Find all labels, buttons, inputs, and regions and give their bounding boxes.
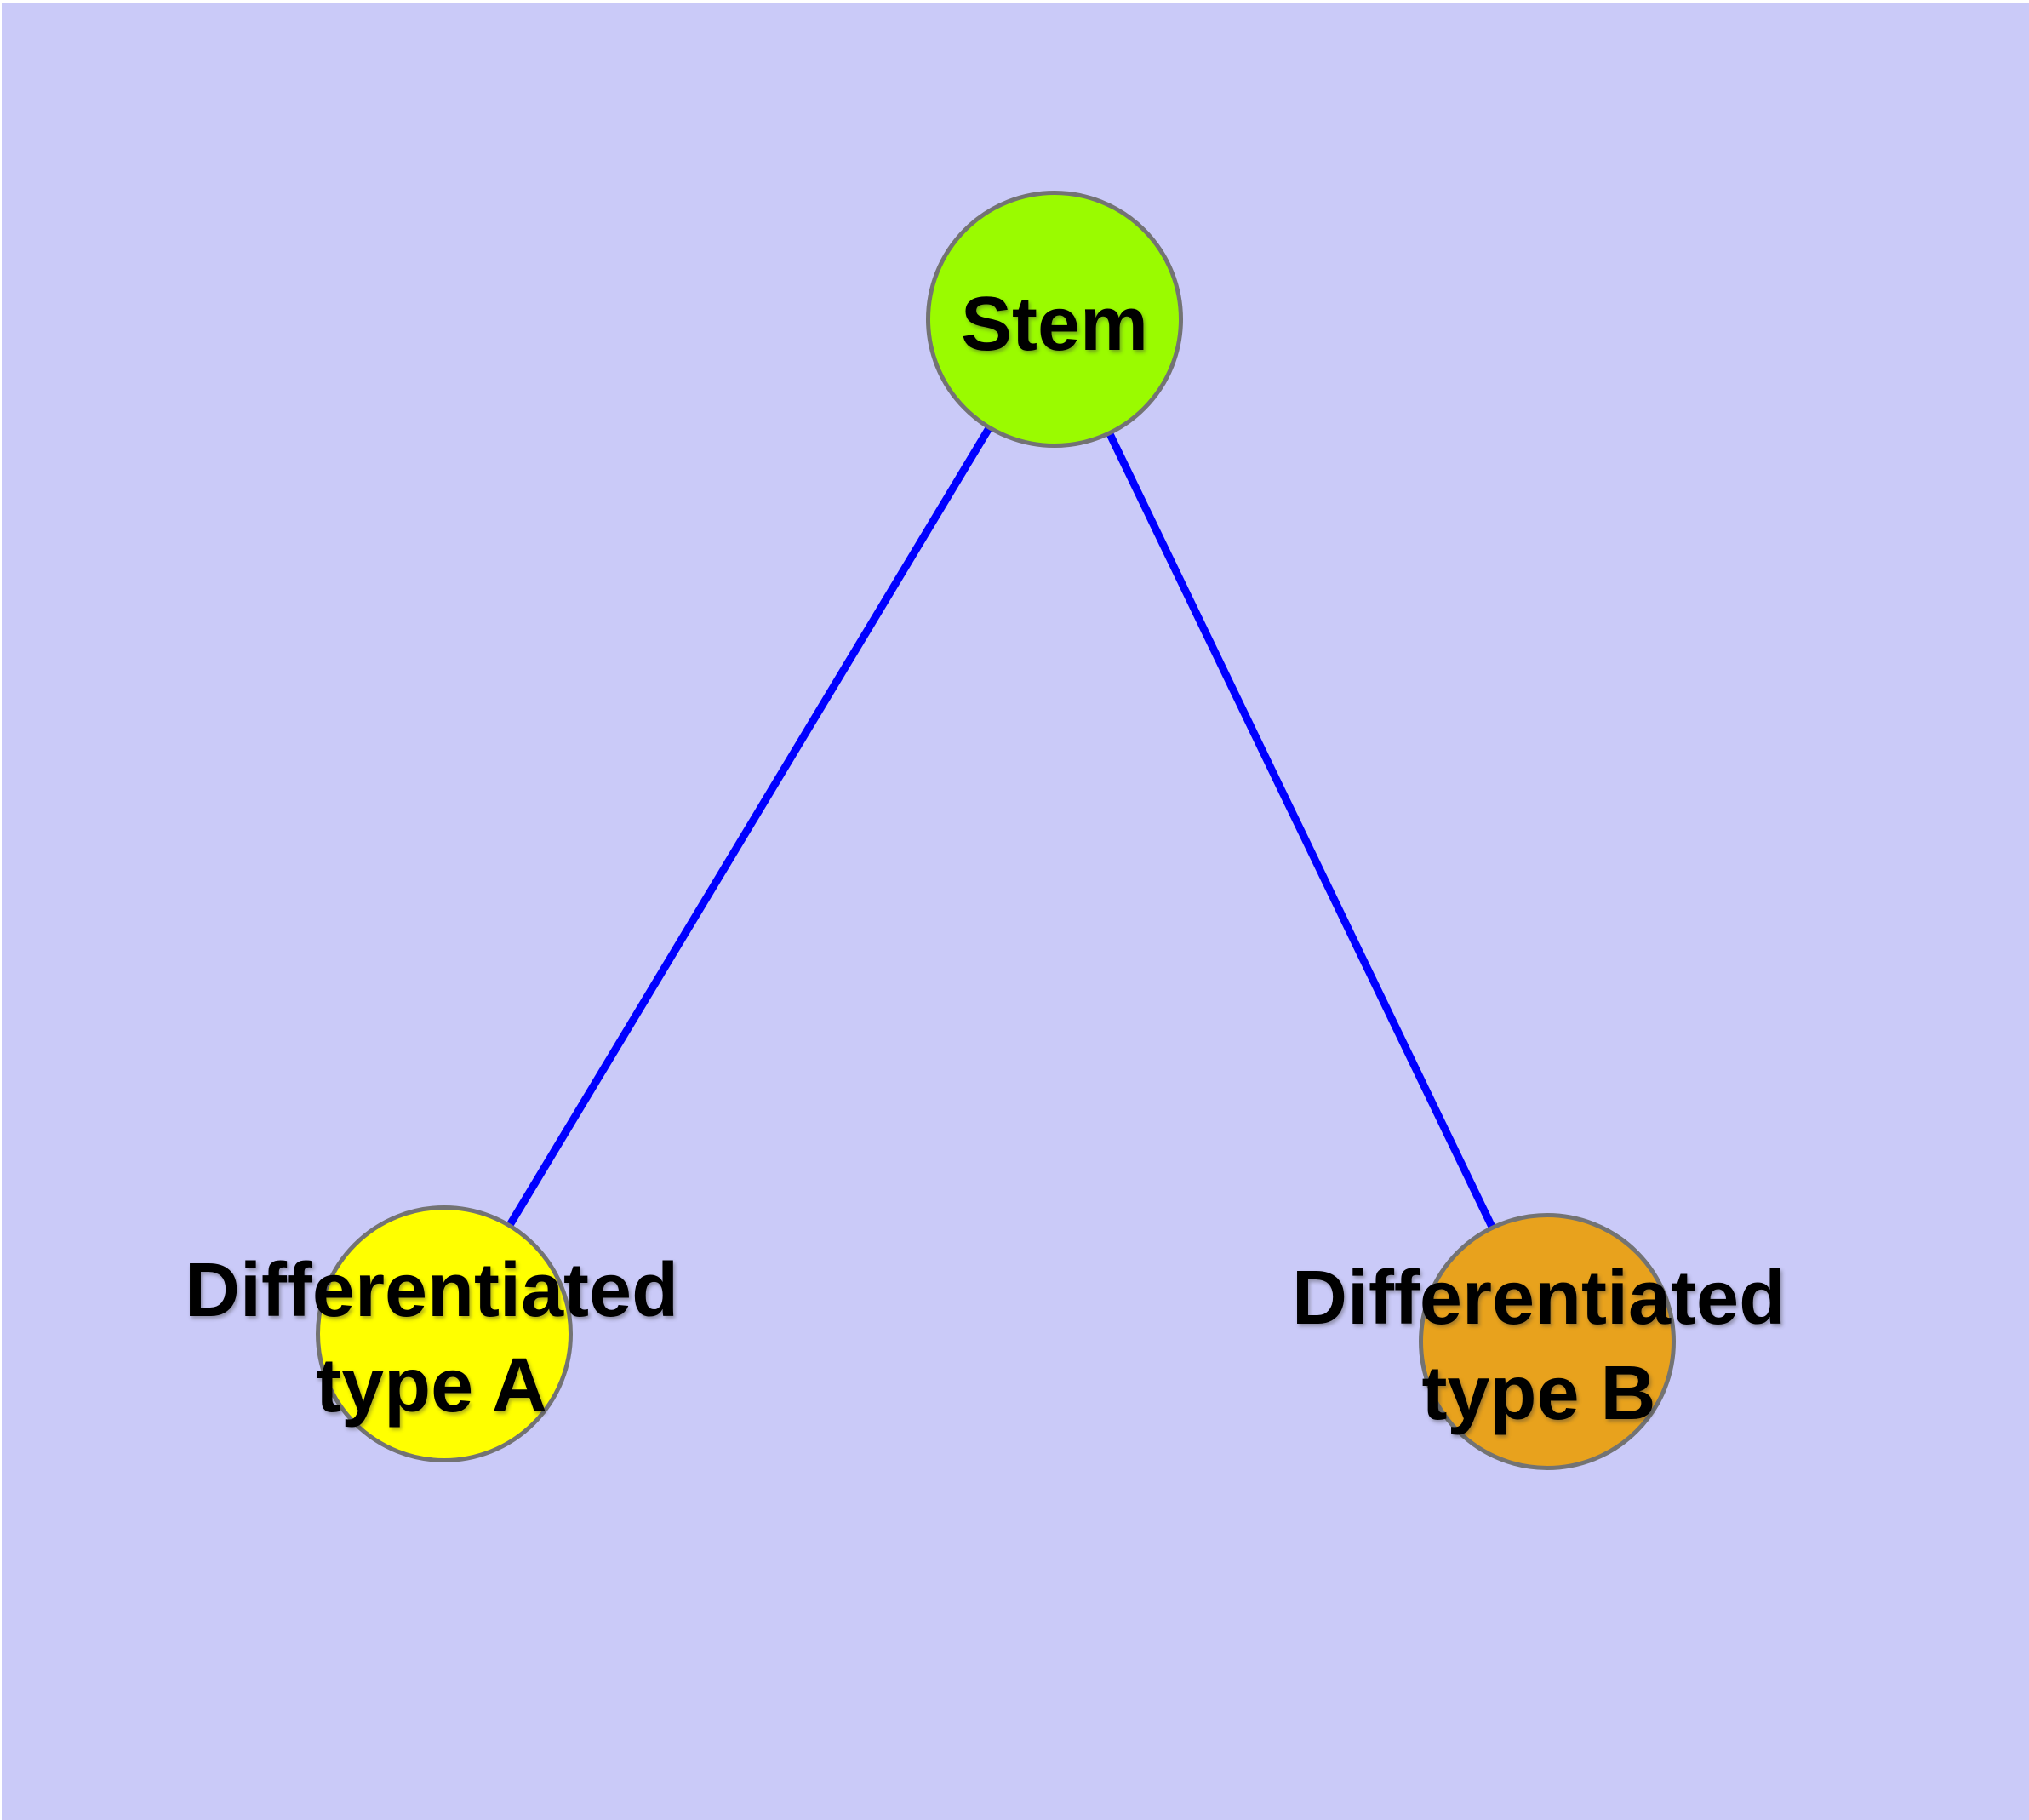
node-type-b-label-line2: type B: [1421, 1351, 1656, 1436]
node-type-b-label-line1: Differentiated: [1291, 1256, 1786, 1341]
node-type-a-label-line1: Differentiated: [184, 1248, 679, 1333]
node-stem-label: Stem: [960, 282, 1149, 367]
edge-stem-to-type-b: [1050, 318, 1552, 1343]
node-stem: [926, 191, 1183, 448]
node-type-a-label: Differentiated type A: [185, 1243, 678, 1434]
graph-canvas: Stem Differentiated type A Differentiate…: [2, 3, 2029, 1820]
edge-stem-to-type-a: [441, 317, 1058, 1336]
node-type-b-label: Differentiated type B: [1292, 1251, 1786, 1441]
node-differentiated-type-b: [1419, 1213, 1676, 1470]
graph-layer: [316, 191, 1676, 1470]
node-differentiated-type-a: [316, 1205, 573, 1462]
node-type-a-label-line2: type A: [316, 1343, 547, 1428]
